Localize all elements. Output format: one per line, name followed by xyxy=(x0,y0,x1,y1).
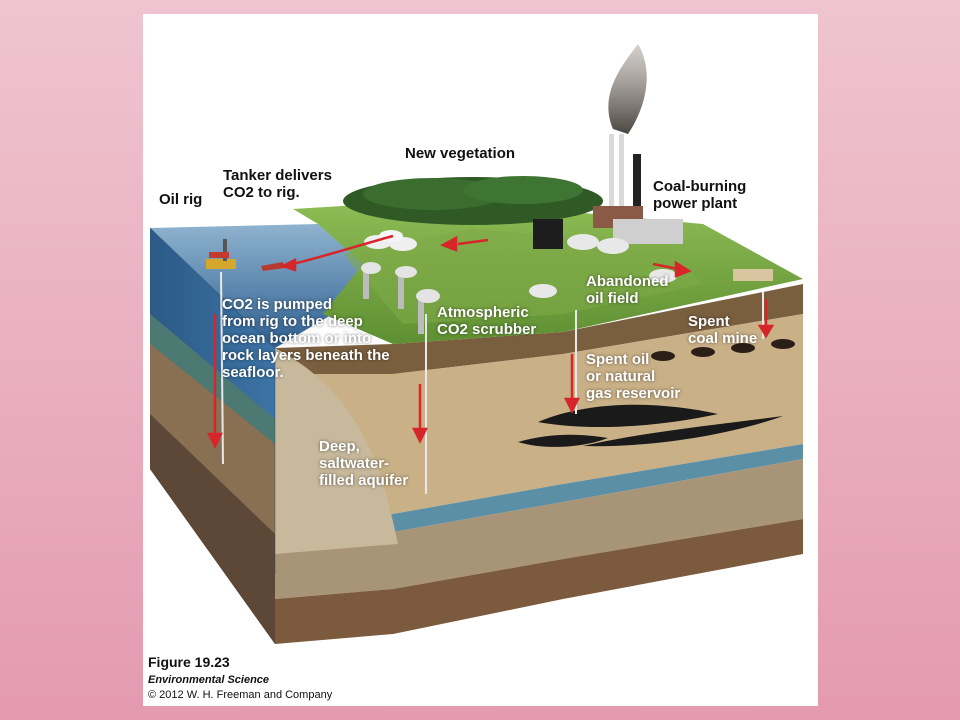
label-co2-pumped: CO2 is pumped from rig to the deep ocean… xyxy=(222,296,390,381)
label-coal-burning-power-plant: Coal-burning power plant xyxy=(653,178,747,212)
label-deep-saltwater-aquifer: Deep, saltwater- filled aquifer xyxy=(319,438,409,489)
copyright-notice: © 2012 W. H. Freeman and Company xyxy=(148,689,333,701)
sea-surface xyxy=(150,224,373,348)
smoke-plume xyxy=(608,44,647,134)
label-new-vegetation: New vegetation xyxy=(405,145,516,162)
injection-pipes xyxy=(220,271,764,494)
carbon-storage-illustration xyxy=(149,44,803,644)
figure-panel: New vegetation Tanker delivers CO2 to ri… xyxy=(143,14,818,706)
label-oil-rig: Oil rig xyxy=(159,191,203,208)
co2-flow-arrows xyxy=(206,234,775,449)
label-spent-oil-gas-reservoir: Spent oil or natural gas reservoir xyxy=(586,351,681,402)
oil-rig-and-tanker xyxy=(206,239,285,271)
coal-mine-tunnels xyxy=(651,339,795,361)
co2-scrubbers xyxy=(361,262,440,334)
label-spent-coal-mine: Spent coal mine xyxy=(688,313,758,347)
forest xyxy=(343,176,603,225)
label-tanker: Tanker delivers CO2 to rig. xyxy=(223,167,332,201)
label-atmospheric-co2-scrubber: Atmospheric CO2 scrubber xyxy=(437,304,537,338)
label-abandoned-oil-field: Abandoned oil field xyxy=(586,273,669,307)
book-title: Environmental Science xyxy=(148,674,270,686)
figure-number: Figure 19.23 xyxy=(148,654,230,670)
oil-gas-reservoirs xyxy=(518,404,783,447)
seabed-slope xyxy=(275,348,398,554)
rock-strata-front xyxy=(275,284,803,644)
